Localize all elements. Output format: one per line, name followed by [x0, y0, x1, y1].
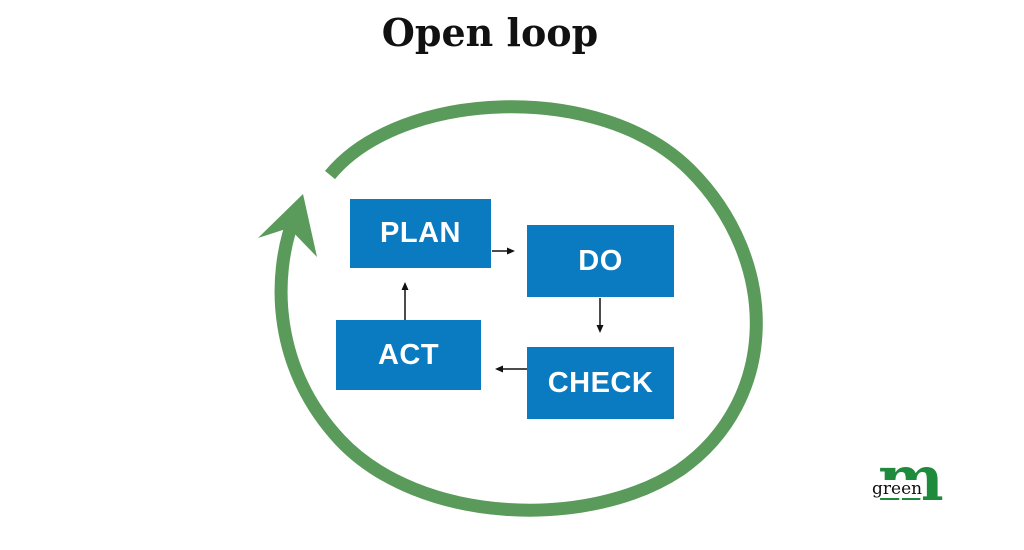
check-box: CHECK	[527, 347, 674, 419]
logo-mark: m	[878, 442, 944, 515]
logo-word: green	[871, 479, 924, 499]
do-box: DO	[527, 225, 674, 297]
act-box: ACT	[336, 320, 481, 390]
green-m-logo: m green	[868, 448, 958, 518]
loop-path	[274, 100, 763, 517]
arrow-check-to-act	[495, 365, 527, 373]
arrow-plan-to-do	[492, 247, 515, 255]
arrow-act-to-plan	[401, 282, 409, 320]
arrow-do-to-check	[596, 298, 604, 333]
page-title: Open loop	[381, 10, 599, 55]
loop-arrowhead	[258, 194, 317, 257]
plan-box: PLAN	[350, 199, 491, 268]
